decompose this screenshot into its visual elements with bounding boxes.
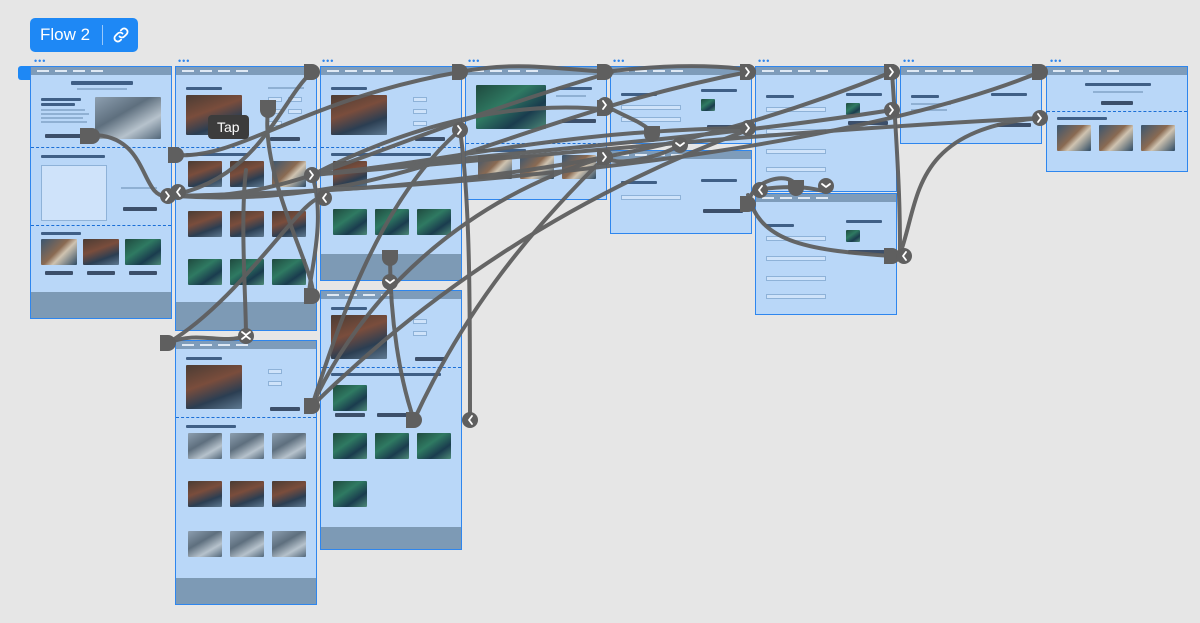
frame-handle[interactable]: ••• (34, 56, 47, 66)
flow-badge-divider (102, 25, 103, 45)
frame-handle[interactable]: ••• (758, 56, 771, 66)
frame-browse-open-seats-expanded[interactable] (175, 340, 317, 605)
frame-handle[interactable]: ••• (613, 56, 626, 66)
frame-handle[interactable]: ••• (1050, 56, 1063, 66)
frame-handle[interactable]: ••• (322, 56, 335, 66)
link-icon[interactable] (103, 26, 138, 44)
frame-payment[interactable] (755, 66, 897, 192)
frame-reservation-success[interactable] (1046, 66, 1188, 172)
frame-footer (31, 292, 171, 318)
tap-tooltip-label: Tap (217, 119, 240, 135)
frame-handle[interactable]: ••• (468, 56, 481, 66)
frame-handle[interactable]: ••• (903, 56, 916, 66)
frame-handle[interactable]: ••• (178, 56, 191, 66)
flow-badge[interactable]: Flow 2 (30, 18, 138, 52)
flow-start-marker[interactable] (18, 66, 30, 80)
frame-nav-bar (31, 67, 171, 75)
tap-tooltip: Tap (208, 115, 249, 139)
flow-label: Flow 2 (40, 25, 91, 44)
frame-image (95, 97, 161, 139)
